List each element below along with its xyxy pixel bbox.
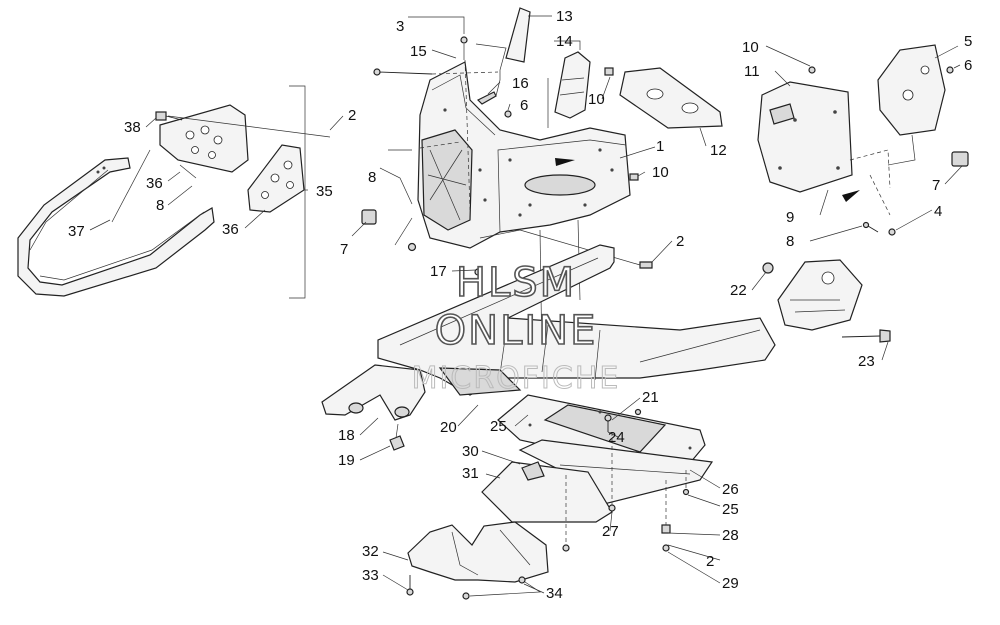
bracket-bracket-line [111,85,331,299]
grip-14[interactable] [554,51,591,119]
callout-18: 18 [338,427,355,444]
callout-9: 9 [786,209,794,226]
callout-26: 26 [722,481,739,498]
callout-23: 23 [858,353,875,370]
callout-15: 15 [410,43,427,60]
front-bumper[interactable] [17,157,215,297]
handle-13[interactable] [505,7,531,63]
callout-2-lower: 2 [706,553,714,570]
callout-25-lower: 25 [722,501,739,518]
callout-10-frame: 10 [652,164,669,181]
callout-31: 31 [462,465,479,482]
callout-6-right: 6 [964,57,972,74]
callout-13: 13 [556,8,573,25]
rear-bracket-22[interactable] [777,259,863,331]
callout-1: 1 [656,138,664,155]
bumper-bracket-upper[interactable] [159,104,249,173]
callout-37: 37 [68,223,85,240]
callout-19: 19 [338,452,355,469]
callout-5: 5 [964,33,972,50]
callout-28: 28 [722,527,739,544]
callout-3: 3 [396,18,404,35]
callout-24: 24 [608,429,625,446]
callout-32: 32 [362,543,379,560]
callout-21: 21 [642,389,659,406]
fastener-group-32-34 [406,575,542,600]
bumper-bracket-lower[interactable] [247,144,305,213]
fastener-group-right [808,66,969,236]
fastener-group-top [361,36,653,276]
callout-36-upper: 36 [146,175,163,192]
chassis-20[interactable] [377,244,776,396]
callout-27: 27 [602,523,619,540]
callout-8-bracket: 8 [156,197,164,214]
callout-20: 20 [440,419,457,436]
callout-35: 35 [316,183,333,200]
callout-17: 17 [430,263,447,280]
callout-11: 11 [744,63,760,80]
callout-6-center: 6 [520,97,528,114]
callout-2-bumper: 2 [348,107,356,124]
callout-25-upper: 25 [490,418,507,435]
side-cover-9[interactable] [757,81,853,193]
callout-16: 16 [512,75,529,92]
callout-36-lower: 36 [222,221,239,238]
front-frame[interactable] [417,61,631,249]
callout-7-right: 7 [932,177,940,194]
watermark: HLSM ONLINE MICROFICHE [411,259,621,396]
watermark-line-2: ONLINE [435,308,598,354]
bracket-5[interactable] [877,44,946,136]
bumper-bolt[interactable] [155,111,183,121]
callout-8-right: 8 [786,233,794,250]
callout-10-center: 10 [588,91,605,108]
callout-12: 12 [710,142,727,159]
callout-numbers: 1 2 2 2 3 4 5 6 6 7 7 8 8 8 9 10 10 10 1… [68,8,972,602]
callout-22: 22 [730,282,747,299]
callout-29: 29 [722,575,739,592]
callout-14: 14 [556,33,573,50]
callout-30: 30 [462,443,479,460]
callout-8-frame: 8 [368,169,376,186]
callout-4: 4 [934,203,942,220]
watermark-line-1: HLSM [456,260,576,306]
callout-leaders [89,15,963,594]
callout-34: 34 [546,585,563,602]
callout-7-left: 7 [340,241,348,258]
steering-arm-18[interactable] [321,364,426,421]
lower-guard-32[interactable] [407,521,549,583]
fastener-group-22-23 [762,262,891,343]
steering-support-plate[interactable] [619,67,723,129]
long-bolt-15[interactable] [373,68,433,76]
nut-19[interactable] [389,423,405,451]
watermark-line-3: MICROFICHE [412,361,621,396]
fastener-group-lower [562,408,690,552]
callout-33: 33 [362,567,379,584]
callout-38: 38 [124,119,141,136]
callout-2-chassis: 2 [676,233,684,250]
callout-10-right: 10 [742,39,759,56]
pin-16[interactable] [476,91,497,105]
